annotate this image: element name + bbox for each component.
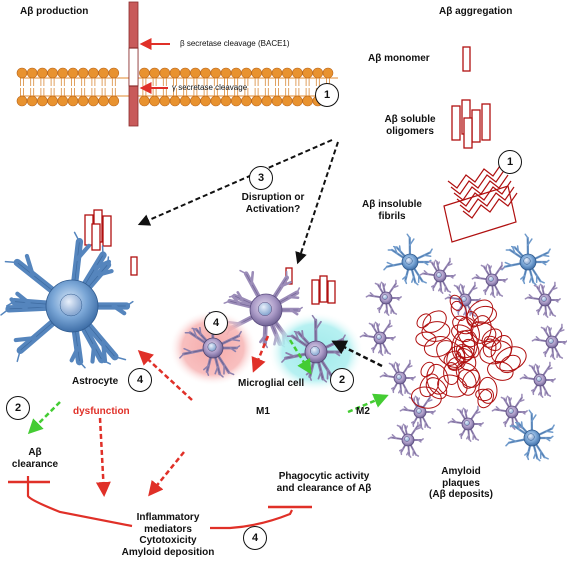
- inflammation-label: Inflammatory mediators Cytotoxicity Amyl…: [112, 512, 224, 558]
- abeta-oligomer-icon: [451, 99, 491, 149]
- clearance-label: Aβ clearance: [6, 447, 64, 470]
- question-label: Disruption or Activation?: [228, 192, 318, 215]
- app-protein: [128, 1, 139, 127]
- astrocyte-oligomer-icon: [84, 209, 112, 251]
- m1-label: M1: [256, 406, 270, 417]
- gamma-cleavage-label: γ secretase cleavage: [172, 83, 248, 92]
- clearance-line2: clearance: [11, 458, 59, 470]
- step-circle-astro-clearance: 2: [6, 396, 30, 420]
- membrane-beads-top: [16, 67, 334, 79]
- astrocyte-monomer-icon: [130, 256, 138, 276]
- microglia-oligomer-icon: [311, 275, 336, 305]
- inhibit-line-right: [210, 509, 293, 530]
- plaques-label: Amyloid plaques (Aβ deposits): [416, 466, 506, 501]
- phagocytic-label: Phagocytic activity and clearance of Aβ: [266, 471, 382, 494]
- step-circle-question: 3: [249, 166, 273, 190]
- plaques-line1: Amyloid: [441, 466, 481, 477]
- inflammation-line3: Cytotoxicity: [139, 535, 197, 546]
- step-circle-membrane: 1: [315, 83, 339, 107]
- m2-label: M2: [356, 406, 370, 417]
- beta-cleavage-label: β secretase cleavage (BACE1): [180, 39, 290, 48]
- question-line1: Disruption or: [241, 192, 305, 203]
- m1-microglia-icon: [169, 310, 257, 386]
- inflammation-line4: Amyloid deposition: [121, 546, 215, 558]
- plaques-line2: plaques: [442, 477, 480, 489]
- phagocytic-line2: and clearance of Aβ: [276, 482, 372, 494]
- arrow-to-m1: [251, 335, 270, 373]
- fibrils-line1: Aβ insoluble: [362, 199, 422, 210]
- lipid-tails: [20, 78, 330, 96]
- inhibit-line-left: [26, 476, 133, 528]
- phagocytic-line1: Phagocytic activity: [278, 471, 370, 482]
- title-production: Aβ production: [20, 6, 89, 17]
- arrow-to-microglia: [295, 141, 339, 265]
- plaques-line3: (Aβ deposits): [429, 489, 493, 500]
- monomer-label: Aβ monomer: [368, 53, 430, 64]
- oligomers-label: Aβ soluble oligomers: [372, 114, 448, 137]
- inflammation-line2: mediators: [144, 523, 192, 535]
- abeta-monomer-icon: [462, 46, 471, 72]
- step-circle-aggregation: 1: [498, 150, 522, 174]
- title-aggregation: Aβ aggregation: [439, 6, 513, 17]
- astrocyte-cell-icon: [0, 231, 134, 369]
- arrow-to-m2: [288, 339, 312, 375]
- cell-membrane: [16, 67, 338, 107]
- fibrils-label: Aβ insoluble fibrils: [351, 199, 433, 222]
- fibrils-line2: fibrils: [378, 210, 406, 222]
- arrow-m1-to-inflammation: [148, 451, 185, 497]
- clearance-line1: Aβ: [28, 447, 42, 458]
- microglial-label: Microglial cell: [238, 378, 305, 389]
- step-circle-astrocyte: 4: [128, 368, 152, 392]
- arrow-astrocyte-to-clearance: [27, 401, 61, 435]
- step-circle-bottom: 4: [243, 526, 267, 550]
- dysfunction-label: dysfunction: [73, 406, 130, 417]
- step-circle-microglia: 4: [204, 311, 228, 335]
- question-line2: Activation?: [245, 203, 301, 215]
- oligomers-line2: oligomers: [386, 125, 434, 137]
- amyloid-plaque-icon: [359, 233, 567, 462]
- arrow-to-astrocyte: [137, 139, 333, 226]
- membrane-beads-bottom: [16, 95, 334, 107]
- oligomers-line1: Aβ soluble: [384, 114, 436, 125]
- arrow-plaque-to-microglia: [331, 340, 383, 368]
- step-circle-m2: 2: [330, 368, 354, 392]
- astrocyte-label: Astrocyte: [72, 376, 119, 387]
- arrow-m1-to-astrocyte: [137, 349, 193, 401]
- arrow-dysfunction-to-inflammation: [95, 417, 111, 497]
- inflammation-line1: Inflammatory: [136, 512, 200, 523]
- abeta-fibril-icon: [443, 162, 518, 243]
- arrow-m2-to-plaque: [347, 393, 389, 414]
